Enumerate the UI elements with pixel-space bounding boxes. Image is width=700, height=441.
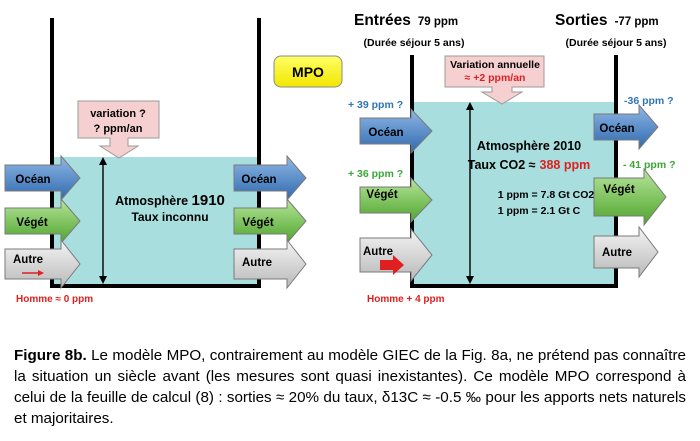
left-level-arrow-top <box>99 157 107 165</box>
figure-caption-text: Le modèle MPO, contrairement au modèle G… <box>14 347 686 427</box>
left-atmosphere <box>52 157 259 285</box>
entrees-sub: (Durée séjour 5 ans) <box>364 37 465 49</box>
left-atmos-rate: Taux inconnu <box>131 210 208 224</box>
left-variation-line1: variation ? <box>90 108 146 120</box>
left-in-veget-arrow: Végét <box>4 197 81 245</box>
right-out-ocean-arrow: Océan <box>593 103 659 151</box>
left-out-ocean-arrow: Océan <box>233 154 307 202</box>
left-in-ocean-arrow: Océan <box>4 154 81 202</box>
right-in-autre-label: Autre <box>363 246 393 258</box>
right-homme-arrow <box>380 255 404 275</box>
right-in-veget-arrow: Végét <box>359 176 433 224</box>
right-atmos-rate: Taux CO2 ≈388 ppm <box>468 158 590 172</box>
right-atmosphere <box>412 102 616 285</box>
sorties-sub: (Durée séjour 5 ans) <box>566 37 667 49</box>
right-in-ocean-label: Océan <box>368 127 403 139</box>
figure-caption: Figure 8b. Le modèle MPO, contrairement … <box>14 345 686 429</box>
right-in-autre-arrow: Autre <box>359 227 433 283</box>
left-variation-callout: variation ? ? ppm/an <box>77 100 160 159</box>
left-homme-label: Homme ≈ 0 ppm <box>16 294 93 305</box>
left-out-autre-arrow: Autre <box>233 238 307 290</box>
right-out-veget-value: - 41 ppm ? <box>623 159 676 171</box>
left-in-autre-label: Autre <box>13 254 43 266</box>
sorties-header: Sorties-77 ppm <box>555 12 659 29</box>
right-conv-line2: 1 ppm = 2.1 Gt C <box>498 205 581 217</box>
right-conv-line1: 1 ppm = 7.8 Gt CO2 <box>498 189 595 201</box>
left-variation-line2: ? ppm/an <box>94 123 143 135</box>
left-out-veget-label: Végét <box>242 217 273 229</box>
figure-caption-label: Figure 8b. <box>14 347 87 364</box>
mpo-label: MPO <box>292 64 324 80</box>
right-variation-line1: Variation annuelle <box>450 59 540 71</box>
right-out-ocean-label: Océan <box>599 123 634 135</box>
mpo-badge: MPO <box>273 55 343 88</box>
left-level-arrow-bottom <box>99 276 107 284</box>
left-tank <box>50 18 261 288</box>
left-out-ocean-label: Océan <box>241 174 276 186</box>
right-out-autre-arrow: Autre <box>593 225 659 279</box>
right-level-arrow-top <box>466 102 474 110</box>
left-out-autre-label: Autre <box>242 257 272 269</box>
right-homme-label: Homme + 4 ppm <box>367 294 445 305</box>
mpo-diagram: MPO variation ? ? ppm/an Atmosphère 1910… <box>4 12 676 305</box>
right-variation-callout: Variation annuelle ≈ +2 ppm/an <box>444 55 545 105</box>
left-in-ocean-label: Océan <box>15 174 50 186</box>
right-out-veget-arrow: Végét <box>593 167 667 227</box>
right-out-autre-label: Autre <box>602 247 632 259</box>
left-in-autre-arrow: Autre <box>4 238 81 290</box>
right-level-arrow-bottom <box>466 276 474 284</box>
right-in-ocean-value: + 39 ppm ? <box>348 99 403 111</box>
right-variation-line2: ≈ +2 ppm/an <box>465 72 526 84</box>
right-in-veget-label: Végét <box>366 189 397 201</box>
right-atmos-title: Atmosphère 2010 <box>477 139 581 153</box>
right-out-ocean-value: -36 ppm ? <box>624 95 674 107</box>
right-in-veget-value: + 36 ppm ? <box>348 168 403 180</box>
left-atmos-title: Atmosphère 1910 <box>115 192 225 209</box>
left-out-veget-arrow: Végét <box>233 197 307 245</box>
left-in-veget-label: Végét <box>16 217 47 229</box>
right-in-ocean-arrow: Océan <box>359 107 433 155</box>
right-out-veget-label: Végét <box>603 184 634 196</box>
